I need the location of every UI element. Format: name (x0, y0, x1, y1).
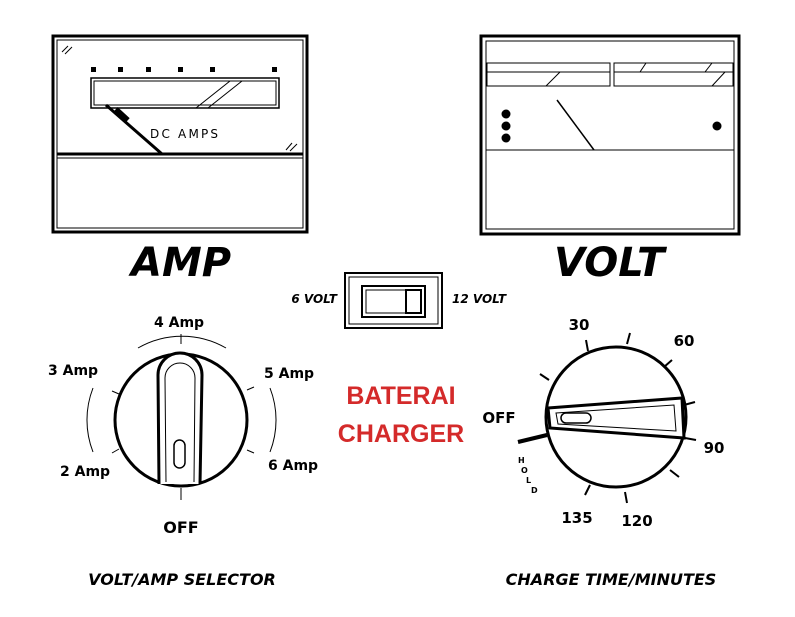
timer-90-label: 90 (704, 439, 725, 457)
amp-title: AMP (128, 240, 231, 286)
timer-knob[interactable] (517, 345, 688, 489)
timer-135-label: 135 (561, 509, 592, 527)
volt-title: VOLT (554, 240, 667, 286)
selector-5amp-label: 5 Amp (264, 366, 314, 382)
selector-off-label: OFF (163, 518, 198, 537)
selector-3amp-label: 3 Amp (48, 363, 98, 379)
selector-dial-ticks (86, 334, 277, 500)
selector-knob[interactable] (113, 351, 249, 488)
hold-letter-l: L (526, 476, 531, 485)
hold-letter-d: D (531, 486, 538, 495)
timer-dial-ticks (539, 332, 697, 504)
timer-30-label: 30 (569, 316, 590, 334)
selector-position-labels: OFF 2 Amp 3 Amp 4 Amp 5 Amp 6 Amp (48, 315, 318, 537)
hold-letter-o: O (521, 466, 528, 475)
timer-off-label: OFF (482, 409, 515, 427)
dc-amps-label: DC AMPS (150, 127, 220, 141)
volt-meter-dots (501, 109, 722, 143)
selector-4amp-label: 4 Amp (154, 315, 204, 331)
selector-2amp-label: 2 Amp (60, 464, 110, 480)
hold-letter-h: H (518, 456, 525, 465)
baterai-label: BATERAI (346, 382, 455, 410)
timer-caption: CHARGE TIME/MINUTES (506, 570, 717, 589)
charger-label: CHARGER (338, 420, 464, 448)
timer-120-label: 120 (621, 512, 652, 530)
voltage-switch[interactable] (344, 272, 443, 329)
volt-meter (479, 34, 741, 236)
timer-60-label: 60 (674, 332, 695, 350)
timer-labels: 30 60 90 120 135 OFF H O L D (482, 316, 724, 530)
selector-6amp-label: 6 Amp (268, 458, 318, 474)
selector-caption: VOLT/AMP SELECTOR (88, 570, 276, 589)
amp-scale-ticks (91, 67, 277, 72)
six-volt-label: 6 VOLT (291, 292, 337, 306)
twelve-volt-label: 12 VOLT (452, 292, 507, 306)
